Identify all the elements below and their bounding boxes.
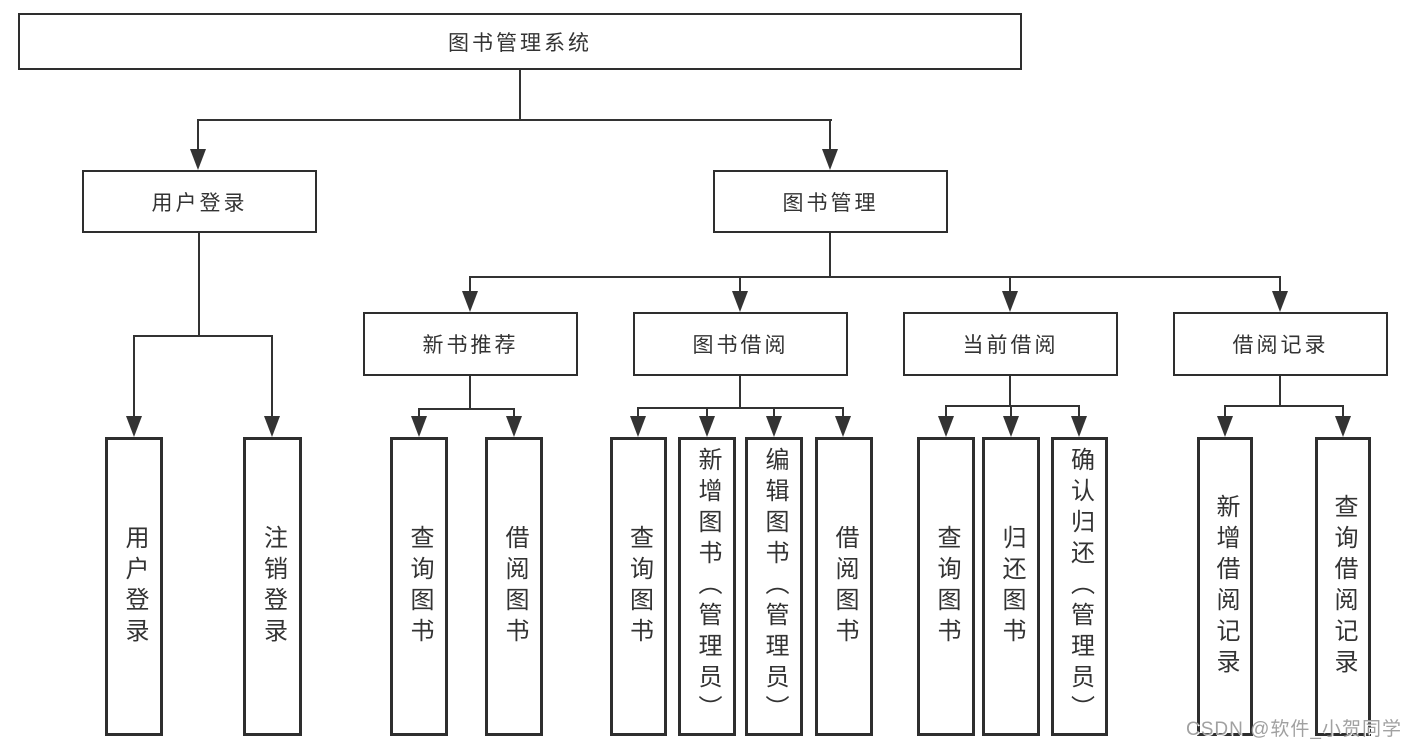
arrow-down-icon (766, 416, 782, 437)
connector-line (469, 376, 471, 410)
connector-line (469, 276, 1281, 278)
connector-line (1009, 276, 1011, 293)
leaf-return-books: 归还图书 (982, 437, 1040, 736)
arrow-down-icon (1002, 291, 1018, 312)
leaf-query-books-recommend: 查询图书 (390, 437, 448, 736)
node-label: 用户登录 (121, 524, 148, 649)
leaf-add-borrow-record: 新增借阅记录 (1197, 437, 1253, 736)
node-new-book-recommendation: 新书推荐 (363, 312, 578, 376)
leaf-query-books-current: 查询图书 (917, 437, 975, 736)
node-label: 查询图书 (625, 524, 653, 649)
connector-line (945, 405, 947, 418)
arrow-down-icon (835, 416, 851, 437)
connector-line (197, 119, 199, 150)
leaf-logout: 注销登录 (243, 437, 302, 736)
connector-line (1279, 276, 1281, 293)
arrow-down-icon (699, 416, 715, 437)
node-label: 归还图书 (998, 524, 1025, 649)
connector-line (197, 119, 832, 121)
node-current-borrowing: 当前借阅 (903, 312, 1118, 376)
connector-line (1342, 405, 1344, 418)
arrow-down-icon (506, 416, 522, 437)
node-label: 查询图书 (406, 524, 433, 649)
leaf-borrow-books: 借阅图书 (815, 437, 873, 736)
connector-line (1224, 405, 1344, 407)
connector-line (469, 276, 471, 293)
arrow-down-icon (938, 416, 954, 437)
node-label: 当前借阅 (962, 334, 1059, 357)
arrow-down-icon (462, 291, 478, 312)
leaf-edit-books-admin: 编辑图书（管理员） (745, 437, 803, 736)
connector-line (1010, 405, 1012, 418)
node-label: 新书推荐 (422, 334, 519, 357)
leaf-confirm-return-admin: 确认归还（管理员） (1051, 437, 1108, 736)
connector-line (133, 335, 273, 337)
node-borrowing-records: 借阅记录 (1173, 312, 1388, 376)
connector-line (706, 407, 708, 418)
arrow-down-icon (411, 416, 427, 437)
arrow-down-icon (1003, 416, 1019, 437)
connector-line (637, 407, 639, 418)
connector-line (739, 376, 741, 409)
node-label: 查询图书 (933, 524, 960, 649)
leaf-add-books-admin: 新增图书（管理员） (678, 437, 736, 736)
node-label: 用户登录 (151, 191, 248, 215)
connector-line (133, 335, 135, 417)
node-label: 查询借阅记录 (1330, 493, 1357, 680)
connector-line (1009, 376, 1011, 407)
connector-line (271, 335, 273, 417)
arrow-down-icon (264, 416, 280, 437)
connector-line (637, 407, 844, 409)
connector-line (1224, 405, 1226, 418)
node-library-management-system: 图书管理系统 (18, 13, 1022, 70)
leaf-user-login: 用户登录 (105, 437, 163, 736)
node-user-login: 用户登录 (82, 170, 317, 233)
arrow-down-icon (1335, 416, 1351, 437)
node-label: 借阅图书 (501, 524, 528, 649)
node-book-borrowing: 图书借阅 (633, 312, 848, 376)
node-label: 新增借阅记录 (1212, 493, 1239, 680)
connector-line (513, 408, 515, 418)
arrow-down-icon (190, 149, 206, 170)
connector-line (739, 276, 741, 293)
connector-line (1078, 405, 1080, 418)
node-label: 图书借阅 (692, 334, 789, 357)
arrow-down-icon (1071, 416, 1087, 437)
node-label: 确认归还（管理员） (1066, 447, 1094, 726)
connector-line (829, 233, 831, 278)
connector-line (519, 70, 521, 121)
node-book-management: 图书管理 (713, 170, 948, 233)
arrow-down-icon (822, 149, 838, 170)
connector-line (198, 233, 200, 337)
node-label: 注销登录 (259, 524, 287, 649)
node-label: 编辑图书（管理员） (761, 447, 788, 726)
connector-line (773, 407, 775, 418)
arrow-down-icon (1217, 416, 1233, 437)
connector-line (418, 408, 420, 418)
connector-line (829, 119, 831, 150)
node-label: 新增图书（管理员） (694, 447, 721, 726)
connector-line (1279, 376, 1281, 407)
connector-line (418, 408, 515, 410)
leaf-borrow-books-recommend: 借阅图书 (485, 437, 543, 736)
arrow-down-icon (732, 291, 748, 312)
leaf-query-borrow-record: 查询借阅记录 (1315, 437, 1371, 736)
node-label: 借阅图书 (831, 524, 858, 649)
arrow-down-icon (1272, 291, 1288, 312)
connector-line (945, 405, 1080, 407)
leaf-query-books-borrow: 查询图书 (610, 437, 667, 736)
node-label: 图书管理 (782, 191, 879, 215)
csdn-watermark: CSDN @软件_小贺同学 (1186, 719, 1402, 740)
arrow-down-icon (630, 416, 646, 437)
node-label: 图书管理系统 (448, 31, 592, 55)
arrow-down-icon (126, 416, 142, 437)
connector-line (842, 407, 844, 418)
node-label: 借阅记录 (1232, 334, 1329, 357)
